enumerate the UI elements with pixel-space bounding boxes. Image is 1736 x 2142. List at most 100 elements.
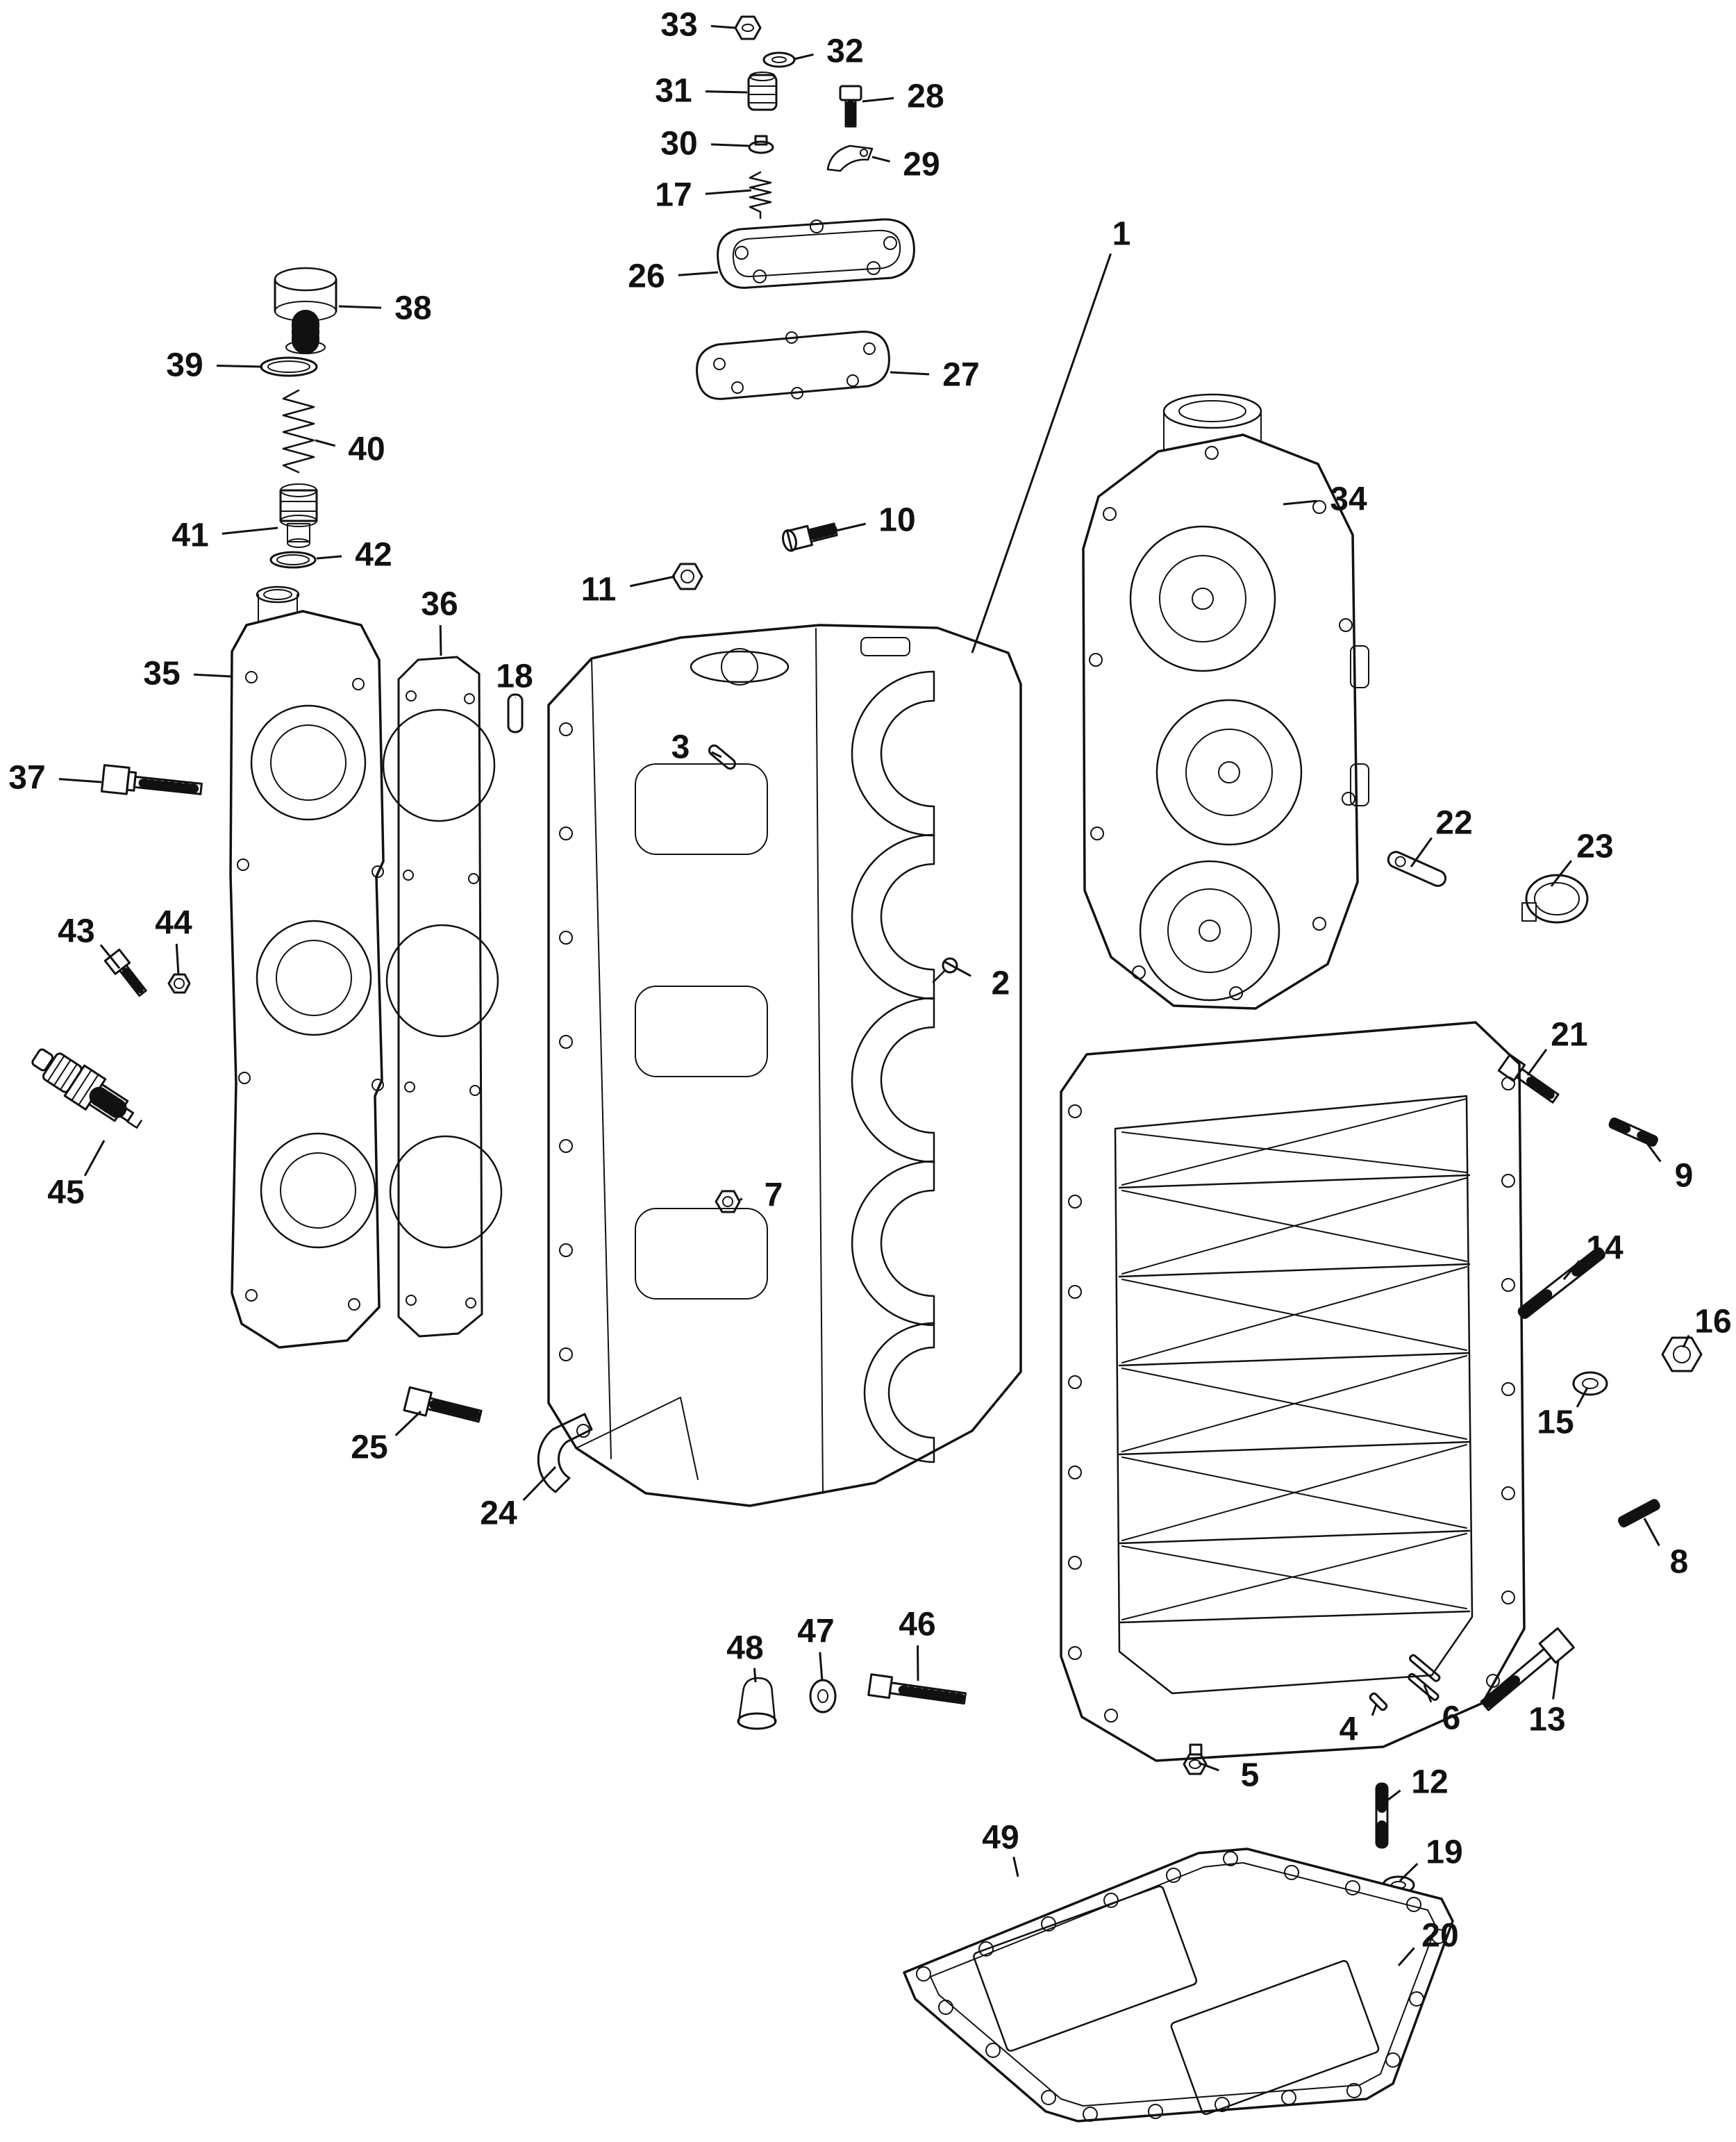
callout-11: 11 — [581, 572, 676, 608]
callout-leader-11 — [630, 575, 676, 588]
callout-label-38: 38 — [394, 290, 431, 327]
callout-3: 3 — [671, 729, 722, 766]
callout-label-8: 8 — [1670, 1544, 1689, 1581]
callout-35: 35 — [143, 656, 233, 692]
callout-label-33: 33 — [660, 7, 697, 44]
washer-47 — [809, 1679, 837, 1713]
callout-leader-15 — [1576, 1387, 1589, 1408]
callout-leader-26 — [678, 271, 719, 276]
callout-12: 12 — [1387, 1764, 1449, 1802]
callout-label-48: 48 — [726, 1630, 763, 1667]
callout-leader-34 — [1283, 499, 1317, 506]
callout-label-4: 4 — [1339, 1711, 1358, 1748]
spring-40 — [282, 389, 315, 474]
nut-33 — [734, 15, 762, 40]
callout-39: 39 — [166, 347, 263, 384]
callout-label-25: 25 — [351, 1429, 387, 1466]
callout-label-18: 18 — [496, 658, 533, 695]
washer-15 — [1572, 1371, 1608, 1396]
callout-label-6: 6 — [1442, 1700, 1461, 1737]
cylinder-block-port-half — [1082, 393, 1369, 1010]
callout-13: 13 — [1528, 1661, 1566, 1738]
callout-label-1: 1 — [1112, 216, 1131, 253]
callout-36: 36 — [421, 586, 458, 656]
callout-17: 17 — [655, 177, 752, 214]
callout-label-35: 35 — [143, 656, 180, 692]
crankcase-half — [1060, 1021, 1526, 1762]
callout-label-40: 40 — [348, 431, 385, 468]
bolt-43 — [103, 948, 147, 997]
callout-22: 22 — [1410, 805, 1473, 867]
callout-9: 9 — [1642, 1137, 1694, 1195]
callout-label-43: 43 — [58, 913, 94, 950]
callout-leader-47 — [819, 1652, 824, 1682]
callout-label-47: 47 — [797, 1613, 834, 1650]
callout-label-49: 49 — [982, 1820, 1019, 1857]
nut-16 — [1661, 1336, 1703, 1372]
callout-6: 6 — [1423, 1684, 1461, 1737]
plug-38 — [274, 267, 337, 358]
callout-19: 19 — [1399, 1834, 1463, 1882]
callout-leader-43 — [99, 944, 121, 969]
callout-leader-4 — [1371, 1704, 1378, 1716]
callout-48: 48 — [726, 1630, 764, 1683]
callout-31: 31 — [655, 73, 748, 110]
callout-24: 24 — [480, 1466, 557, 1532]
callout-label-31: 31 — [655, 73, 692, 110]
fitting-10 — [782, 522, 838, 552]
callout-label-15: 15 — [1537, 1404, 1574, 1441]
callout-leader-5 — [1198, 1761, 1219, 1772]
callout-43: 43 — [58, 913, 121, 969]
bolt-7 — [715, 1190, 741, 1213]
head-gasket — [382, 656, 503, 1338]
callout-label-13: 13 — [1528, 1702, 1565, 1738]
callout-leader-24 — [522, 1466, 557, 1502]
callout-16: 16 — [1682, 1304, 1732, 1348]
callout-leader-3 — [711, 751, 722, 758]
stud-9 — [1608, 1117, 1658, 1147]
stud-12 — [1375, 1782, 1389, 1849]
studs-6 — [1408, 1654, 1441, 1701]
callout-5: 5 — [1198, 1757, 1259, 1794]
callout-label-3: 3 — [671, 729, 690, 766]
callout-23: 23 — [1550, 829, 1614, 887]
callout-leader-1 — [971, 253, 1112, 654]
callout-leader-16 — [1682, 1334, 1690, 1348]
callout-leader-44 — [175, 943, 180, 976]
callout-15: 15 — [1537, 1387, 1589, 1441]
callout-leader-19 — [1399, 1863, 1419, 1882]
mount-48 — [737, 1677, 777, 1730]
callout-leader-27 — [890, 371, 930, 376]
callout-leader-32 — [794, 53, 814, 60]
callout-leader-22 — [1410, 837, 1433, 867]
callout-label-42: 42 — [355, 537, 392, 574]
callout-label-9: 9 — [1675, 1158, 1694, 1195]
callout-10: 10 — [833, 502, 916, 539]
callout-leader-35 — [193, 673, 233, 678]
callout-leader-37 — [58, 778, 102, 783]
callout-label-39: 39 — [166, 347, 203, 384]
callout-label-27: 27 — [942, 357, 979, 394]
callout-label-34: 34 — [1330, 481, 1367, 518]
callout-leader-13 — [1552, 1661, 1560, 1700]
link-22 — [1387, 851, 1447, 888]
callout-leader-45 — [83, 1140, 106, 1177]
callout-25: 25 — [351, 1410, 422, 1466]
callout-leader-29 — [871, 156, 890, 163]
dowel-pin-18 — [507, 693, 524, 733]
stud-8 — [1618, 1499, 1660, 1528]
callout-label-44: 44 — [155, 905, 192, 942]
callout-4: 4 — [1339, 1704, 1378, 1748]
callout-leader-7 — [739, 1197, 743, 1202]
bolt-13 — [1480, 1627, 1575, 1711]
callout-label-12: 12 — [1411, 1764, 1448, 1801]
callout-45: 45 — [47, 1140, 106, 1211]
callout-37: 37 — [8, 760, 102, 797]
bolt-2 — [932, 957, 958, 983]
callout-14: 14 — [1562, 1230, 1624, 1280]
callout-leader-12 — [1387, 1789, 1401, 1802]
callout-26: 26 — [628, 258, 719, 295]
callout-label-10: 10 — [878, 502, 915, 539]
callout-label-46: 46 — [899, 1606, 935, 1643]
